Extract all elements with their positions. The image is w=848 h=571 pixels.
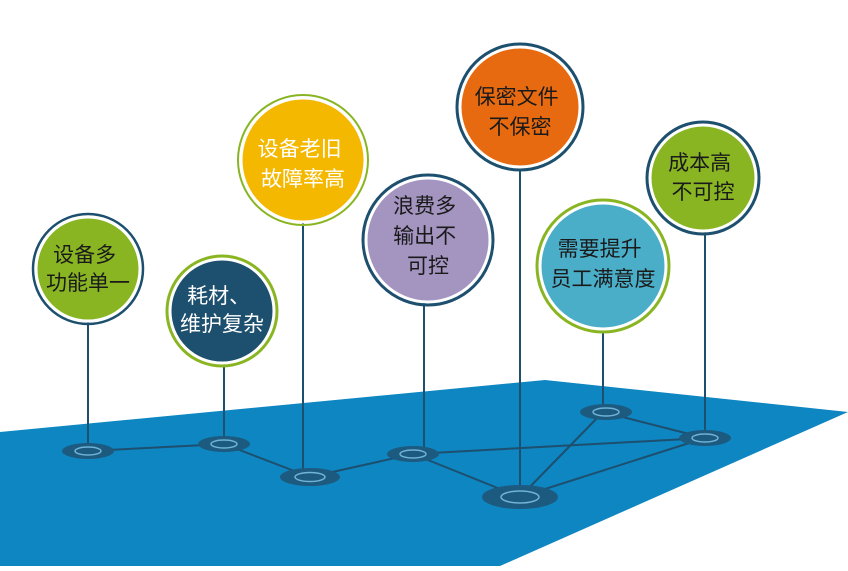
floor-plane [0, 380, 848, 566]
node-multi-function [62, 443, 114, 459]
bubble-label: 浪费多 输出不 可控 [393, 194, 463, 278]
bubble-label: 设备老旧 故障率高 [258, 137, 349, 191]
link [519, 437, 706, 498]
bubble-high-cost: 成本高 不可控 [645, 120, 761, 236]
node-high-cost [679, 430, 731, 446]
bubble-staff-satisfaction: 需要提升 员工满意度 [535, 198, 671, 334]
node-staff-satisfaction [580, 404, 632, 420]
pins [87, 170, 706, 497]
bubble-confidential-files: 保密文件 不保密 [455, 42, 585, 172]
node-aging-equipment [280, 468, 340, 486]
bubble-label: 成本高 不可控 [668, 151, 738, 204]
bubble-waste-output: 浪费多 输出不 可控 [361, 173, 495, 307]
bubble-multi-function: 设备多 功能单一 [31, 212, 145, 326]
bubbles: 设备多 功能单一 耗材、 维护复杂 设备老旧 故障率高 浪费多 [31, 42, 761, 368]
link [519, 411, 604, 498]
bubble-label: 需要提升 员工满意度 [551, 237, 656, 291]
link [412, 437, 706, 455]
bubble-label: 保密文件 不保密 [475, 85, 566, 139]
bubble-label: 设备多 功能单一 [46, 243, 130, 295]
bubble-aging-equipment: 设备老旧 故障率高 [237, 94, 369, 226]
bubble-label: 耗材、 维护复杂 [180, 284, 264, 336]
bubble-consumables: 耗材、 维护复杂 [165, 254, 279, 368]
nodes [62, 404, 731, 509]
node-waste-output [387, 446, 439, 462]
node-consumables [198, 436, 250, 452]
node-confidential-files [482, 485, 558, 509]
